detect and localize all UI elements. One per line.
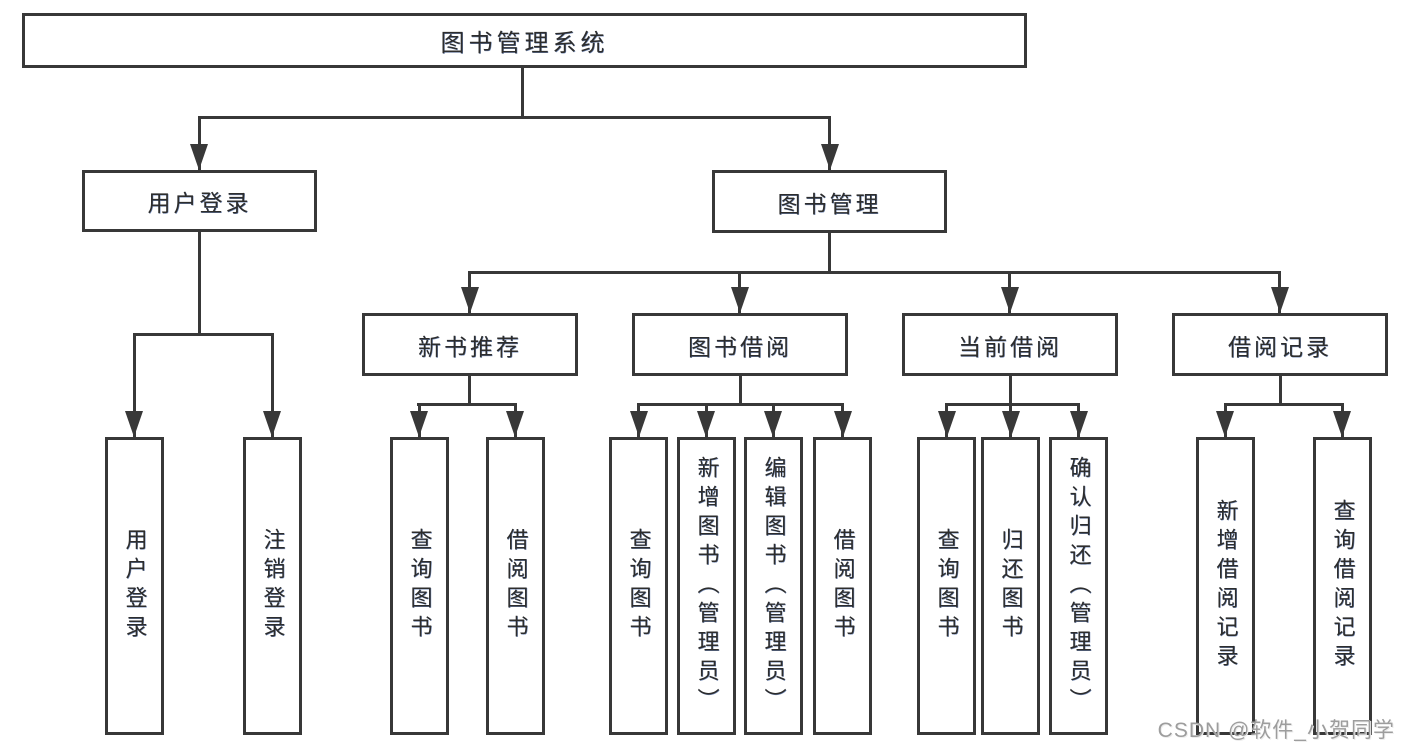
node-new-book-recommend: 新书推荐 xyxy=(362,313,578,376)
arrowhead-icon xyxy=(125,411,143,437)
node-book-management: 图书管理 xyxy=(712,170,947,233)
node-label: 确认归还（管理员） xyxy=(1066,455,1092,717)
arrowhead-icon xyxy=(833,411,852,437)
node-label: 查询图书 xyxy=(626,528,652,644)
arrowhead-icon xyxy=(1001,287,1019,313)
arrowhead-icon xyxy=(1069,411,1088,437)
node-label: 新书推荐 xyxy=(418,333,522,360)
node-label: 归还图书 xyxy=(998,528,1024,644)
node-label: 新增借阅记录 xyxy=(1213,499,1239,673)
connector-line xyxy=(828,233,831,274)
csdn-watermark: CSDN @软件_小贺同学 xyxy=(1157,719,1395,742)
arrowhead-icon xyxy=(937,411,956,437)
leaf-return-book: 归还图书 xyxy=(981,437,1040,735)
arrowhead-icon xyxy=(263,411,281,437)
connector-line xyxy=(1278,376,1282,406)
node-current-borrow: 当前借阅 xyxy=(902,313,1118,376)
arrowhead-icon xyxy=(731,287,749,313)
arrowhead-icon xyxy=(190,144,208,170)
arrowhead-icon xyxy=(1001,411,1020,437)
node-label: 查询图书 xyxy=(934,528,960,644)
node-label: 用户登录 xyxy=(122,528,148,644)
connector-line xyxy=(198,116,201,170)
leaf-logout: 注销登录 xyxy=(243,437,302,735)
arrowhead-icon xyxy=(1271,287,1289,313)
leaf-confirm-return-admin: 确认归还（管理员） xyxy=(1049,437,1108,735)
node-root: 图书管理系统 xyxy=(22,13,1027,68)
leaf-user-login: 用户登录 xyxy=(105,437,164,735)
node-label: 用户登录 xyxy=(147,190,252,216)
arrowhead-icon xyxy=(410,411,428,437)
arrowhead-icon xyxy=(764,411,782,437)
connector-line xyxy=(1223,403,1344,406)
node-label: 当前借阅 xyxy=(958,333,1062,360)
connector-line xyxy=(198,116,831,119)
connector-line xyxy=(468,376,471,406)
arrowhead-icon xyxy=(1216,411,1234,437)
leaf-query-books-current: 查询图书 xyxy=(917,437,976,735)
arrowhead-icon xyxy=(1333,411,1351,437)
connector-line xyxy=(133,333,136,437)
leaf-query-books-borrow: 查询图书 xyxy=(609,437,668,735)
leaf-add-book-admin: 新增图书（管理员） xyxy=(677,437,736,735)
node-borrow-records: 借阅记录 xyxy=(1172,313,1388,376)
leaf-add-borrow-record: 新增借阅记录 xyxy=(1196,437,1255,735)
connector-line xyxy=(468,271,1281,274)
node-book-borrow: 图书借阅 xyxy=(632,313,848,376)
node-label: 借阅图书 xyxy=(830,528,856,644)
connector-line xyxy=(133,333,274,336)
node-label: 图书管理系统 xyxy=(440,30,609,57)
connector-line xyxy=(637,403,844,406)
leaf-edit-book-admin: 编辑图书（管理员） xyxy=(744,437,803,735)
connector-line xyxy=(828,116,831,170)
connector-line xyxy=(198,232,201,336)
leaf-query-books-recommend: 查询图书 xyxy=(390,437,449,735)
node-user-login: 用户登录 xyxy=(82,170,317,232)
leaf-borrow-books-recommend: 借阅图书 xyxy=(486,437,545,735)
leaf-borrow-books-borrow: 借阅图书 xyxy=(813,437,872,735)
connector-line xyxy=(738,376,742,406)
connector-line xyxy=(521,68,524,118)
connector-line xyxy=(945,403,1080,406)
node-label: 图书管理 xyxy=(777,190,882,217)
leaf-query-borrow-record: 查询借阅记录 xyxy=(1313,437,1372,735)
arrowhead-icon xyxy=(629,411,648,437)
node-label: 查询图书 xyxy=(407,528,433,644)
arrowhead-icon xyxy=(821,144,839,170)
node-label: 借阅图书 xyxy=(503,528,529,644)
node-label: 图书借阅 xyxy=(688,333,792,360)
node-label: 注销登录 xyxy=(260,528,286,644)
connector-line xyxy=(417,403,516,406)
node-label: 新增图书（管理员） xyxy=(694,455,720,717)
node-label: 借阅记录 xyxy=(1228,333,1332,360)
node-label: 编辑图书（管理员） xyxy=(761,455,787,717)
connector-line xyxy=(1008,376,1012,406)
connector-line xyxy=(271,333,274,437)
arrowhead-icon xyxy=(697,411,715,437)
node-label: 查询借阅记录 xyxy=(1330,499,1356,673)
arrowhead-icon xyxy=(461,287,479,313)
arrowhead-icon xyxy=(506,411,524,437)
